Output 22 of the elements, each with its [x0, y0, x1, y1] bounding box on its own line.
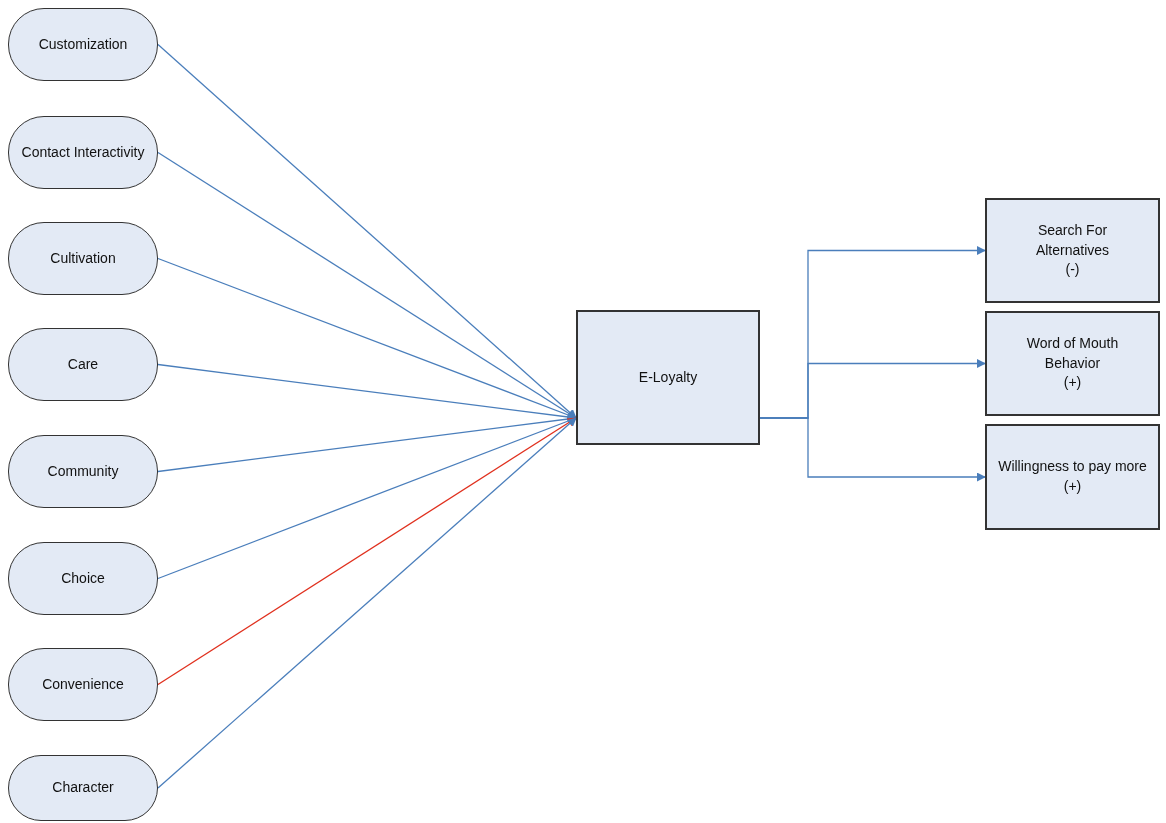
process-box: [576, 310, 760, 445]
sign-label: (+): [1063, 477, 1082, 496]
node-label: Convenience: [42, 674, 124, 694]
node-label: Word of Mouth Behavior: [1025, 334, 1120, 373]
node-label: Contact Interactivity: [21, 142, 145, 162]
node-label: Character: [52, 778, 114, 798]
node-label: Cultivation: [50, 248, 116, 268]
arrow: [157, 417, 577, 789]
node-label: Choice: [61, 568, 105, 588]
arrow: [759, 417, 986, 482]
sign-label: (+): [1063, 373, 1082, 393]
arrow: [157, 43, 577, 419]
node-label: Willingness to pay more: [998, 457, 1147, 477]
node-label: Care: [67, 354, 99, 374]
process-box: [985, 311, 1160, 416]
process-box: [985, 424, 1160, 530]
node-label: Community: [47, 461, 119, 481]
node-label: E-Loyalty: [638, 367, 698, 387]
sign-label: (-): [1065, 260, 1080, 280]
node-label: Customization: [38, 34, 128, 54]
node-label: Search For Alternatives: [1034, 221, 1111, 260]
process-box: [985, 198, 1160, 303]
